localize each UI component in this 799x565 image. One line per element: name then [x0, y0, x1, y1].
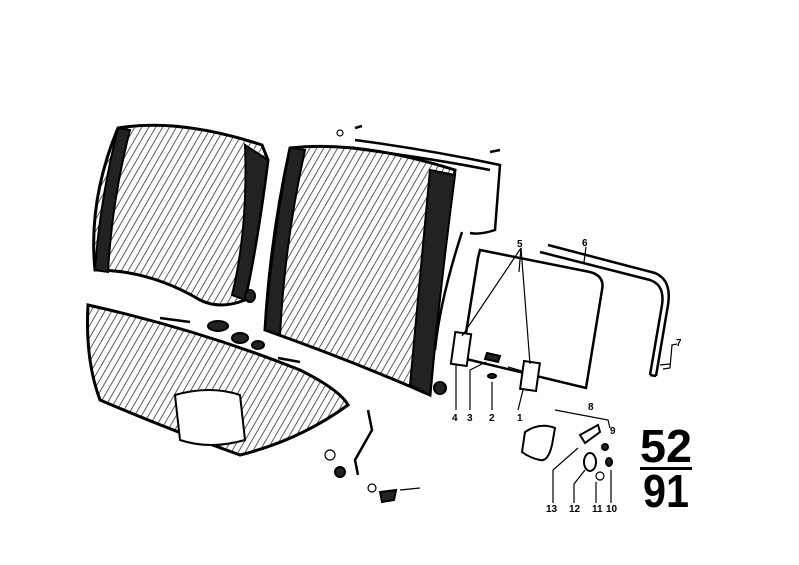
label-7: 7	[676, 338, 682, 349]
label-9: 9	[610, 426, 616, 437]
label-5: 5	[517, 239, 523, 250]
label-2: 2	[489, 413, 495, 424]
rear-frame	[539, 243, 671, 378]
latch-parts	[520, 423, 613, 481]
label-12: 12	[569, 504, 581, 515]
label-10: 10	[606, 504, 618, 515]
seat-cushion	[86, 303, 350, 457]
group-number-bottom: 91	[643, 465, 689, 517]
group-number-top: 52	[640, 420, 692, 472]
part-labels: 1 2 3 4 5 6 7 8 9 10 11 12 13	[452, 238, 682, 515]
rear-panel	[449, 248, 604, 393]
group-number: 52 91	[640, 420, 692, 517]
label-13: 13	[546, 504, 558, 515]
left-backrest	[92, 123, 270, 307]
label-3: 3	[467, 413, 473, 424]
fittings	[159, 124, 501, 504]
label-6: 6	[582, 238, 588, 249]
leader-lines	[455, 246, 678, 503]
label-4: 4	[452, 413, 458, 424]
label-11: 11	[592, 504, 603, 515]
fraction-bar	[640, 467, 692, 470]
label-1: 1	[517, 413, 523, 424]
center-backrest	[263, 138, 502, 398]
label-8: 8	[588, 402, 594, 413]
